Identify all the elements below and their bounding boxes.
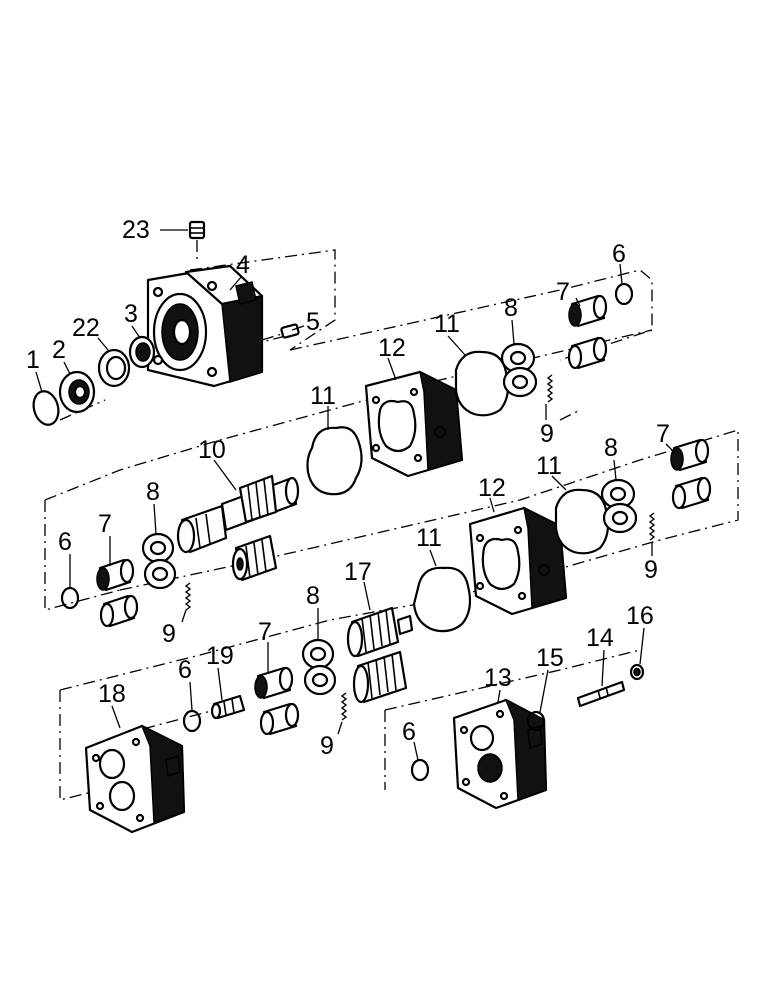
callout-7-lower: 7: [258, 618, 272, 646]
part-16-nut: [629, 663, 645, 681]
part-6-snap-ring-middle: [60, 586, 80, 610]
part-3-bearing: [128, 335, 156, 369]
part-7-bushings-upper: [567, 294, 608, 370]
part-8-wear-plate-lower: [301, 638, 337, 696]
callout-7-middle: 7: [98, 510, 112, 538]
part-17-gears: [346, 606, 414, 704]
callout-16: 16: [626, 602, 654, 630]
leader-lines: [35, 229, 673, 761]
part-8-wear-plate-middle: [141, 532, 177, 590]
part-9-spring-middle: [184, 582, 192, 611]
callout-10: 10: [198, 436, 226, 464]
part-6-snap-ring-lower: [182, 709, 202, 733]
callout-19: 19: [206, 642, 234, 670]
part-14-relief-pin: [576, 680, 626, 708]
part-13-rear-cover: [452, 698, 548, 810]
part-1-ring: [32, 390, 60, 426]
part-18-rear-housing: [84, 724, 186, 834]
callout-15: 15: [536, 644, 564, 672]
callout-8-right: 8: [604, 434, 618, 462]
part-9-spring-upper: [546, 374, 554, 403]
part-12-body-lower: [468, 506, 568, 616]
callout-8-upper: 8: [504, 294, 518, 322]
callout-12-lower: 12: [478, 474, 506, 502]
part-19-coupling-shaft: [210, 694, 246, 720]
callout-8-lower: 8: [306, 582, 320, 610]
part-4-front-housing: [146, 264, 264, 388]
callout-6-upper: 6: [612, 240, 626, 268]
callout-14: 14: [586, 624, 614, 652]
callout-17: 17: [344, 558, 372, 586]
callout-8-middle: 8: [146, 478, 160, 506]
part-5-plug: [261, 323, 300, 341]
part-9-spring-lower: [340, 692, 348, 721]
part-11-gasket-lower-left: [412, 566, 472, 633]
part-22-washer: [97, 348, 131, 388]
callout-11-lower-left: 11: [416, 524, 442, 552]
callout-11-upper-left: 11: [310, 382, 336, 410]
part-11-gasket-upper-right: [454, 350, 510, 417]
callout-labels: 23 4 5 1 2 22 3 6 7 8 11 12 11 9 10 8 7 …: [26, 216, 670, 760]
part-6-snap-ring-cover: [410, 758, 430, 782]
callout-13: 13: [484, 664, 512, 692]
callout-7-right: 7: [656, 420, 670, 448]
part-10-drive-shaft: [176, 474, 300, 554]
part-23-screw: [188, 220, 206, 262]
callout-11-lower-right: 11: [536, 452, 562, 480]
part-7-bushings-right: [670, 438, 712, 510]
part-9-spring-right: [648, 512, 656, 541]
part-2-seal: [58, 370, 96, 414]
part-7-bushings-middle: [96, 558, 139, 628]
callout-12-upper: 12: [378, 334, 406, 362]
callout-9-lower: 9: [320, 732, 334, 760]
callout-2: 2: [52, 336, 66, 364]
callout-18: 18: [98, 680, 126, 708]
callout-9-right: 9: [644, 556, 658, 584]
part-15-o-ring: [526, 710, 546, 732]
callout-6-lower: 6: [178, 656, 192, 684]
part-7-bushings-lower: [254, 666, 300, 736]
callout-9-upper: 9: [540, 420, 554, 448]
callout-6-middle: 6: [58, 528, 72, 556]
callout-7-upper: 7: [556, 278, 570, 306]
callout-3: 3: [124, 300, 138, 328]
part-11-gasket-lower-right: [554, 488, 610, 555]
callout-1: 1: [26, 346, 40, 374]
part-8-wear-plate-upper: [500, 342, 538, 398]
callout-6-cover: 6: [402, 718, 416, 746]
callout-5: 5: [306, 308, 320, 336]
callout-22: 22: [72, 314, 100, 342]
callout-23: 23: [122, 216, 150, 244]
part-12-body-upper: [364, 370, 464, 478]
callout-4: 4: [236, 251, 250, 279]
idler-gear-middle: [231, 534, 278, 582]
callout-11-upper-right: 11: [434, 310, 460, 338]
part-11-gasket-upper-left: [306, 426, 363, 496]
callout-9-middle: 9: [162, 620, 176, 648]
part-6-snap-ring-upper: [614, 282, 634, 306]
part-8-wear-plate-right: [600, 478, 638, 534]
